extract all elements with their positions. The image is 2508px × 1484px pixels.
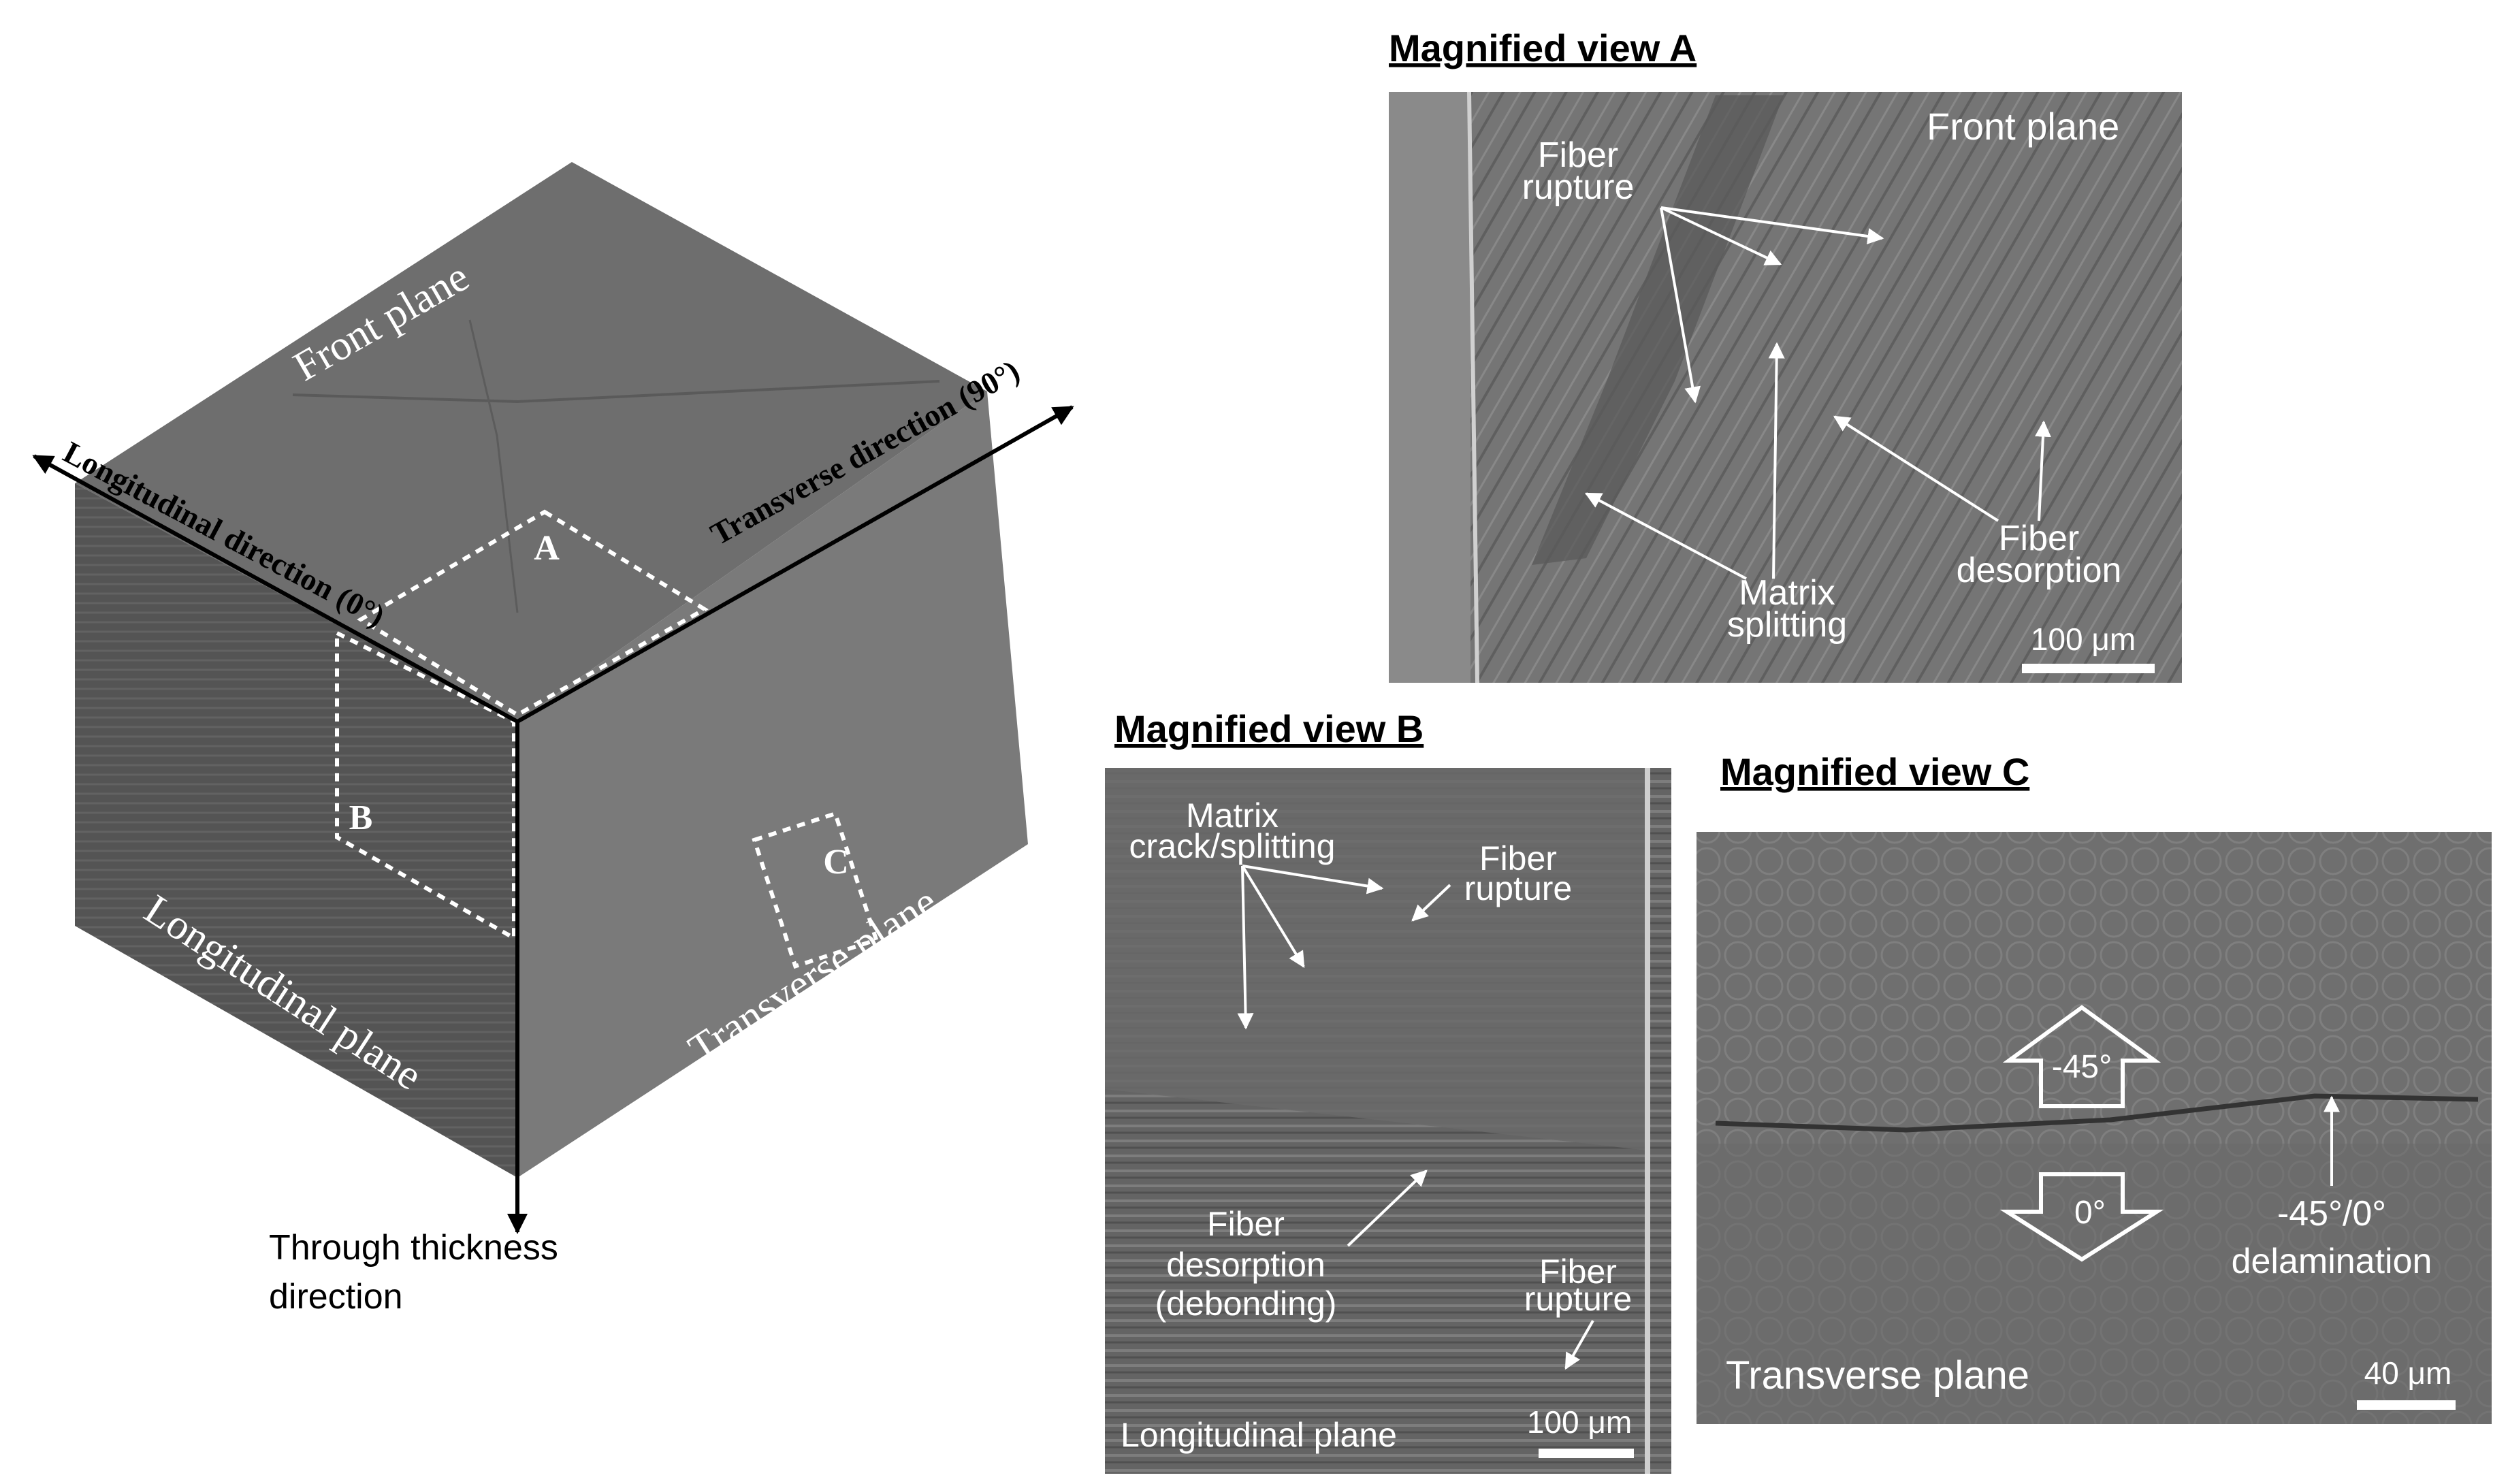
through-thickness-label-line2: direction [269,1277,403,1317]
cube: A B C Front plane Longitudinal plane Tra… [32,162,1074,1317]
transverse-axis-arrow [516,405,1074,724]
cube-front-face [75,162,987,722]
view-a-fiber-desorption-line2: desorption [1957,551,2122,590]
view-a-edge-line [1467,91,1479,683]
view-b-matrix-crack-line2: crack/splitting [1129,827,1336,865]
magnified-view-a: Magnified view A Front plane Fiber ruptu… [1389,27,2182,683]
view-a-crack-band [1532,95,1784,565]
view-a-matrix-splitting-line2: splitting [1727,605,1847,645]
view-c-scale-bar [2357,1400,2456,1410]
view-c-arrow-down-label: 0° [2074,1195,2106,1231]
view-b-fiber-desorption-line1: Fiber [1207,1205,1285,1243]
view-a-arrow-matrix-1 [1584,492,1747,580]
view-c-delamination-crack [1715,1093,2479,1133]
view-c-lower-ply [1697,1144,2492,1424]
view-a-title: Magnified view A [1389,27,1697,69]
view-a-image [1389,92,2182,683]
cube-left-face [75,483,517,1178]
view-b-fiber-rupture-bottom-line1: Fiber [1539,1253,1617,1291]
cube-right-face [517,391,1028,1178]
view-c-scale-label: 40 μm [2364,1355,2452,1391]
view-a-arrow-matrix-2 [1768,342,1785,579]
view-b-plane-label: Longitudinal plane [1121,1416,1397,1454]
view-a-arrow-desorption-1 [1833,415,1999,522]
view-a-fiber-rupture-line2: rupture [1522,167,1635,207]
view-a-scale-bar [2022,664,2155,673]
view-a-arrow-rupture-2 [1660,206,1782,265]
view-b-fiber-desorption-line3: (debonding) [1155,1285,1337,1323]
view-a-arrow-rupture-3 [1660,207,1701,404]
view-b-arrow-crack-3 [1237,865,1254,1030]
view-a-arrow-desorption-2 [2034,420,2051,521]
view-b-fiber-rupture-top-line1: Fiber [1479,839,1557,877]
view-b-fiber-rupture-top-line2: rupture [1464,869,1572,907]
view-b-scale-label: 100 μm [1527,1404,1632,1440]
view-b-matrix-crack-line1: Matrix [1186,796,1279,835]
view-c-delamination-line1: -45°/0° [2277,1194,2386,1233]
view-c-plane-label: Transverse plane [1726,1353,2029,1398]
view-c-arrow-up-label: -45° [2052,1049,2112,1085]
cube-crack-diagonal [468,319,519,613]
view-a-scale-label: 100 μm [2031,622,2136,657]
view-b-scale-bar [1539,1449,1634,1458]
view-c-delamination-line2: delamination [2232,1242,2432,1281]
view-b-fiber-desorption-line2: desorption [1166,1246,1325,1284]
view-b-arrow-crack-2 [1241,865,1305,969]
view-b-arrow-crack-1 [1242,865,1384,894]
view-b-title: Magnified view B [1114,707,1424,750]
magnified-view-c: Magnified view C -45° 0° -45°/0° delamin… [1697,750,2492,1424]
region-a-box [357,509,709,717]
region-c-label: C [823,843,849,882]
view-c-title: Magnified view C [1720,750,2029,793]
view-b-fiber-rupture-bottom-line2: rupture [1524,1280,1632,1318]
view-a-matrix-splitting-line1: Matrix [1739,573,1835,613]
region-a-label: A [534,529,560,568]
view-a-arrow-rupture-1 [1660,206,1884,244]
region-c-box [752,811,879,969]
magnified-view-b: Magnified view B Matrix crack/splitting … [1105,707,1671,1474]
view-a-fiber-rupture-line1: Fiber [1538,135,1618,175]
view-b-arrow-rupture-top [1411,884,1451,922]
view-a-fiber-desorption-line1: Fiber [1999,519,2079,558]
cube-crack-front [292,380,940,404]
longitudinal-axis-arrow [32,454,519,724]
view-b-arrow-rupture-bottom [1564,1320,1594,1370]
region-b-label: B [349,799,373,837]
view-a-plane-label: Front plane [1927,105,2119,148]
view-a-edge-strip [1389,92,1470,683]
view-b-damage-zone [1105,768,1647,1150]
view-c-arrow-up-shape [2002,1005,2161,1108]
view-c-arrow-down-shape [1999,1172,2164,1262]
view-b-arrow-desorption [1347,1170,1428,1247]
through-thickness-label-line1: Through thickness [269,1228,558,1268]
